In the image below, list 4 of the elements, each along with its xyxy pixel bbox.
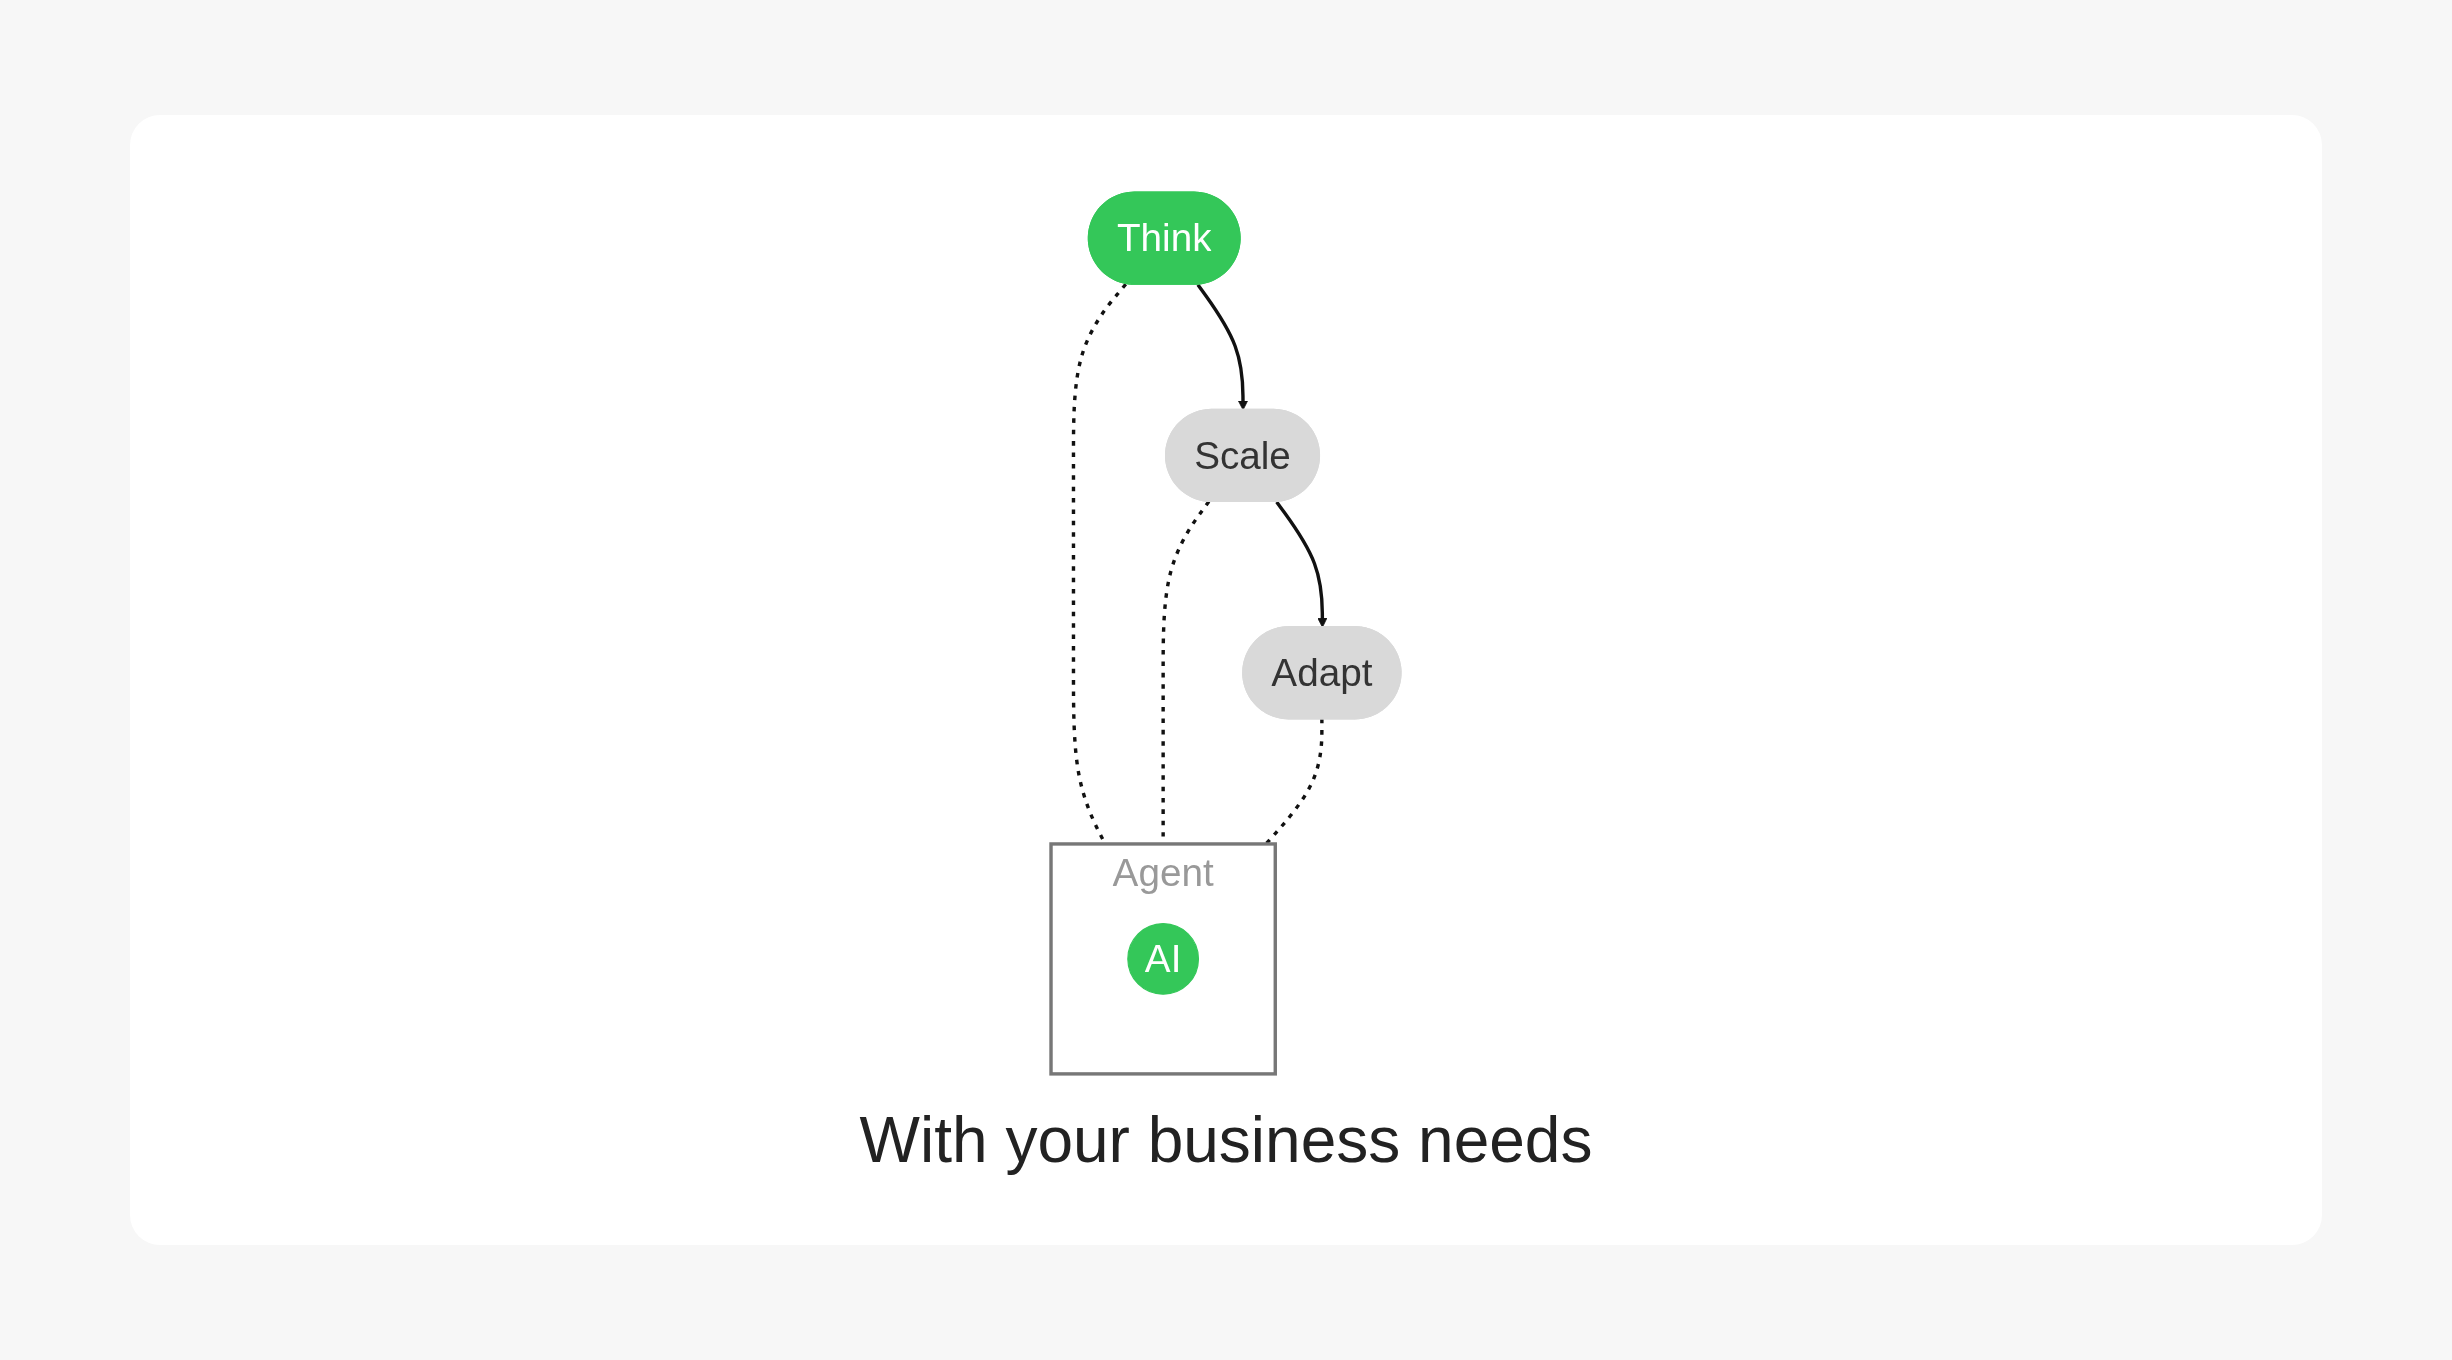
caption: With your business needs [859,1103,1593,1177]
arrow [1275,501,1328,628]
node-circle: AI [1127,923,1200,995]
arrow [1196,283,1248,411]
